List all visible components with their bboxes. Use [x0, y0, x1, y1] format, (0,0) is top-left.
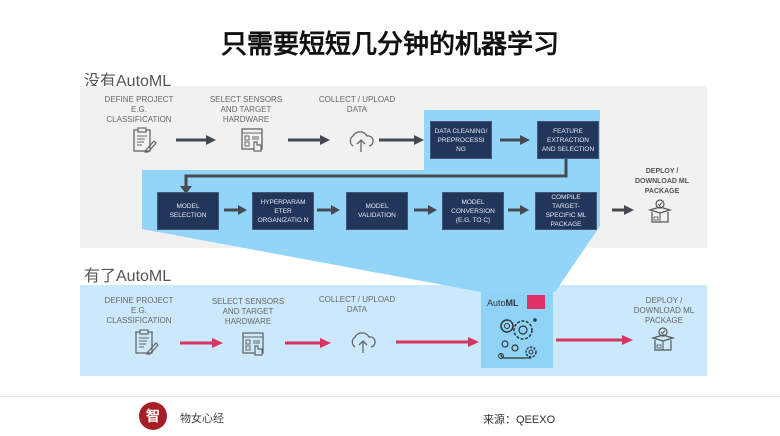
checklist-icon — [241, 128, 263, 152]
step-deploy-without: DEPLOY / DOWNLOAD ML PACKAGE — [634, 168, 690, 195]
page-title: 只需要短短几分钟的机器学习 — [220, 30, 559, 60]
box-compile-package: COMPILE TARGET-SPECIFIC ML PACKAGE — [535, 192, 597, 230]
step-collect-data: COLLECT / UPLOAD DATA — [318, 95, 396, 114]
cloud-upload-icon — [349, 131, 374, 152]
loop-connector — [184, 158, 568, 188]
package-icon — [647, 199, 673, 223]
section-label-without-automl: 没有AutoML — [84, 73, 172, 90]
red-arrows — [180, 335, 633, 348]
step-select-sensors-automl: SELECT SENSORS AND TARGET HARDWARE — [211, 297, 285, 326]
box-feature-extraction: FEATURE EXTRACTION AND SELECTION — [537, 121, 599, 159]
brand-name: 物女心经 — [180, 413, 224, 425]
box-model-selection: MODEL SELECTION — [157, 192, 219, 230]
box-data-cleaning: DATA CLEANING/ PREPROCESSI NG — [430, 121, 492, 159]
section-label-with-automl: 有了AutoML — [84, 268, 172, 285]
brand-logo: 智 — [139, 402, 167, 430]
clipboard-icon — [133, 127, 157, 153]
checklist-icon — [242, 332, 264, 356]
automl-box: AutoML — [481, 292, 553, 368]
gears-icon — [498, 318, 537, 359]
clipboard-icon — [135, 329, 159, 355]
automl-logo: AutoML — [487, 298, 519, 308]
step-define-project: DEFINE PROJECT E.G. CLASSIFICATION — [104, 95, 174, 124]
step-select-sensors: SELECT SENSORS AND TARGET HARDWARE — [209, 95, 283, 124]
funnel-tip — [142, 226, 600, 292]
top-arrows — [176, 135, 634, 215]
box-model-conversion: MODEL CONVERSION (E.G. TO C) — [442, 192, 504, 230]
source-credit: 来源：QEEXO — [483, 414, 556, 426]
step-deploy-automl: DEPLOY / DOWNLOAD ML PACKAGE — [633, 296, 695, 325]
with-automl-panel — [80, 285, 707, 376]
box-model-validation: MODEL VALIDATION — [346, 192, 408, 230]
package-icon — [650, 327, 676, 351]
box-hyperparameter: HYPERPARAM ETER ORGANIZATIO N — [252, 192, 314, 230]
automl-badge-icon — [527, 295, 545, 309]
cloud-upload-icon — [351, 332, 376, 353]
loop-arrowhead — [180, 186, 192, 194]
step-collect-data-automl: COLLECT / UPLOAD DATA — [318, 295, 396, 314]
step-define-project-automl: DEFINE PROJECT E.G. CLASSIFICATION — [104, 296, 174, 325]
footer-divider — [0, 396, 780, 397]
